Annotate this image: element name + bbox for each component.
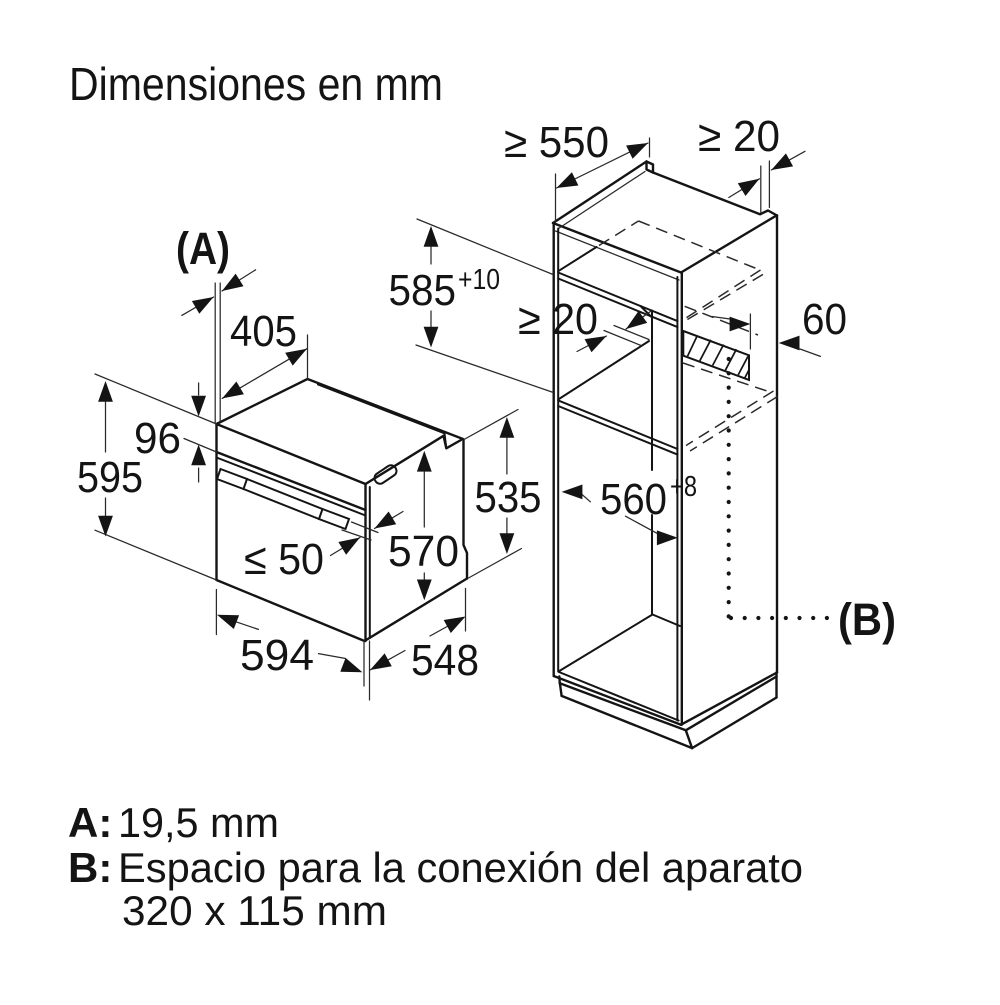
svg-text:+8: +8 (670, 471, 697, 503)
svg-text:320 x 115 mm: 320 x 115 mm (122, 887, 387, 934)
svg-text:≥ 20: ≥ 20 (518, 295, 598, 344)
svg-text:19,5 mm: 19,5 mm (118, 799, 279, 846)
svg-text:≥ 20: ≥ 20 (698, 112, 780, 161)
svg-text:+10: +10 (458, 264, 500, 296)
svg-text:96: 96 (134, 414, 181, 463)
svg-text:405: 405 (230, 307, 297, 356)
svg-text:548: 548 (411, 636, 479, 685)
svg-text:B:: B: (68, 844, 112, 891)
svg-text:≥ 550: ≥ 550 (504, 118, 609, 167)
svg-text:535: 535 (475, 473, 542, 522)
svg-text:560: 560 (600, 475, 667, 524)
svg-text:≤ 50: ≤ 50 (244, 535, 324, 584)
svg-text:595: 595 (77, 453, 143, 502)
svg-text:594: 594 (240, 631, 314, 680)
svg-text:(A): (A) (176, 223, 230, 274)
svg-text:585: 585 (389, 266, 457, 315)
svg-text:570: 570 (388, 527, 459, 576)
svg-text:Espacio para la conexión del a: Espacio para la conexión del aparato (118, 844, 803, 891)
svg-text:(B): (B) (838, 594, 896, 645)
svg-text:Dimensiones en mm: Dimensiones en mm (69, 58, 443, 110)
svg-text:A:: A: (68, 799, 112, 846)
svg-text:60: 60 (802, 295, 847, 344)
